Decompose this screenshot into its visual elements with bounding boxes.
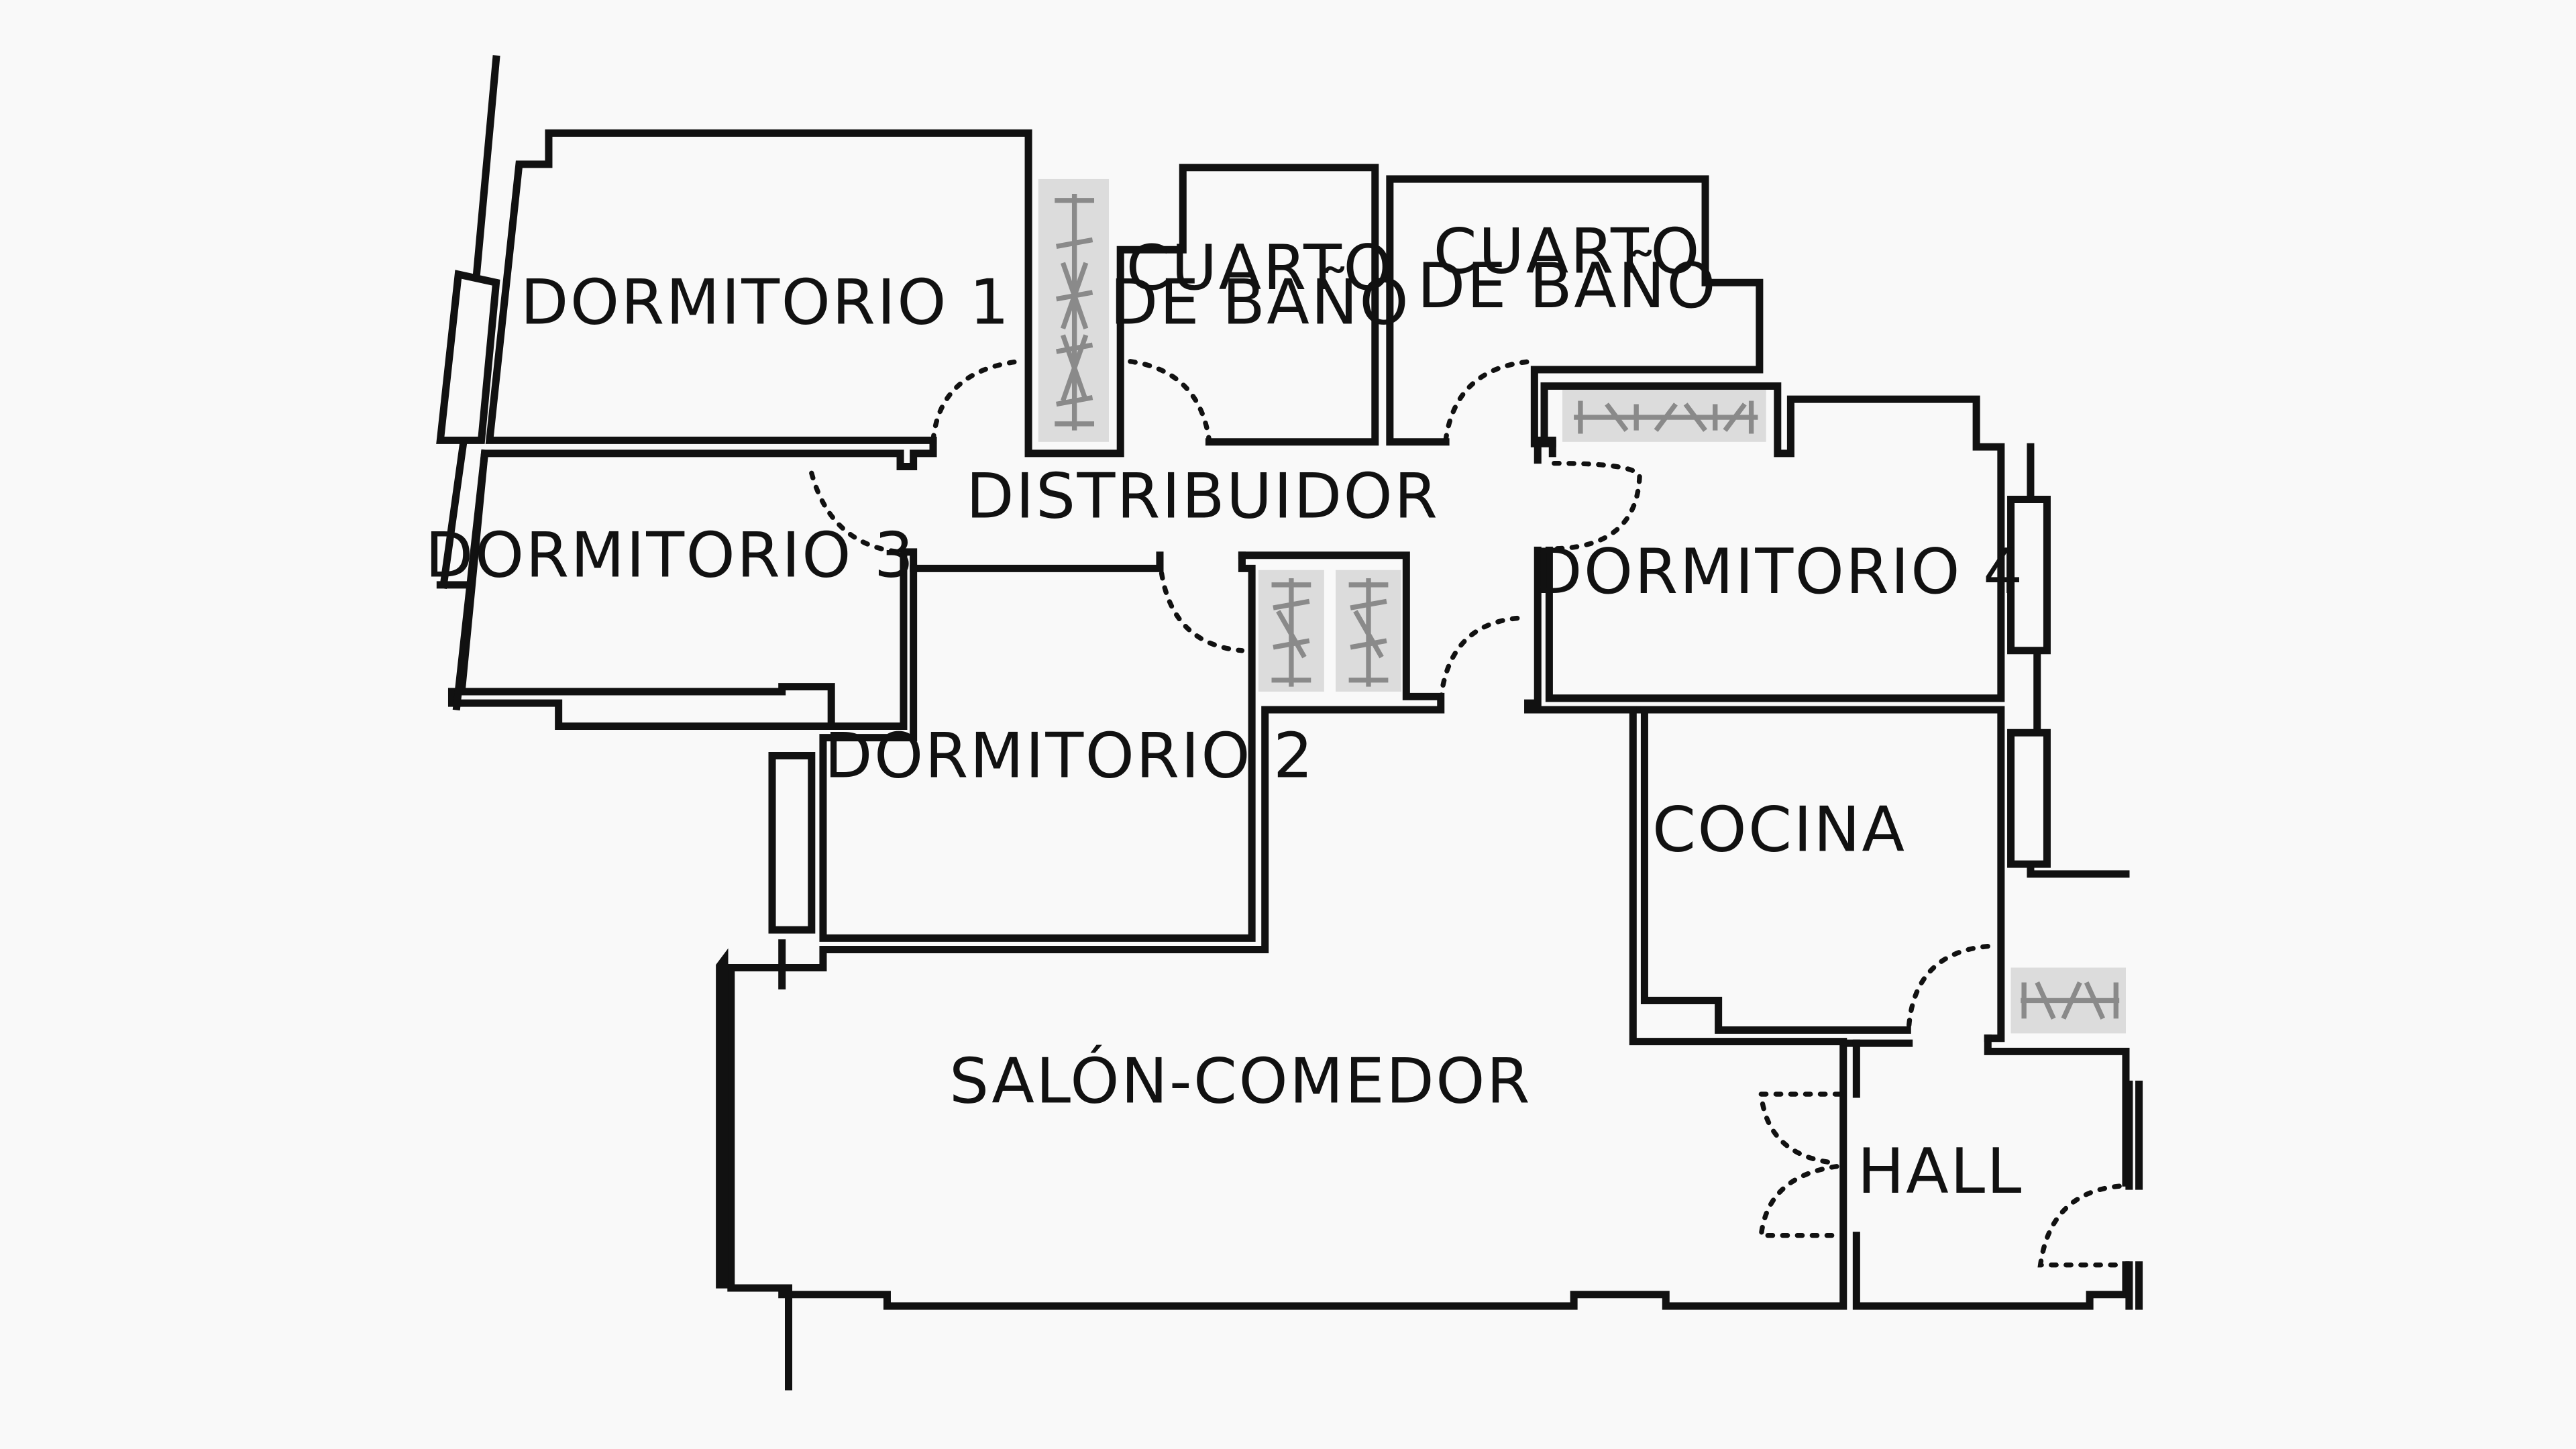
room-label-bano-1-line-1: CUARTO <box>1126 231 1394 304</box>
room-label-bano-2-line-2: DE BAÑO <box>1417 250 1718 322</box>
door-swing-icon <box>930 359 1022 443</box>
door-swing-icon <box>1443 359 1534 443</box>
closet-distribuidor-right <box>1336 570 1401 692</box>
door-swing-icon <box>809 470 903 555</box>
door-swing-icon <box>1438 615 1527 702</box>
room-label-bano-1-line-2: DE BAÑO <box>1110 266 1411 338</box>
door-swing-icon <box>1758 1091 1843 1166</box>
room-label-dormitorio-3: DORMITORIO 3 <box>425 519 916 592</box>
room-label-distribuidor: DISTRIBUIDOR <box>966 460 1439 532</box>
room-label-cocina: COCINA <box>1652 794 1907 866</box>
closet-distribuidor-left <box>1258 570 1324 692</box>
room-label-hall: HALL <box>1858 1135 2023 1208</box>
room-label-dormitorio-1: DORMITORIO 1 <box>521 266 1011 338</box>
door-swing-icon <box>1548 460 1642 551</box>
door-swing-icon <box>1758 1164 1843 1238</box>
windows <box>436 55 2143 1391</box>
door-swing-icon <box>1128 359 1212 443</box>
room-labels: DORMITORIO 1 CUARTO DE BAÑO CUARTO DE BA… <box>425 215 2025 1208</box>
closet-dormitorio-1 <box>1038 178 1110 442</box>
room-label-salon-comedor: SALÓN-COMEDOR <box>949 1044 1532 1117</box>
door-swing-icon <box>1157 555 1245 653</box>
door-swings <box>809 359 2122 1268</box>
closet-hall <box>2010 967 2126 1034</box>
room-label-dormitorio-4: DORMITORIO 4 <box>1534 535 2025 608</box>
closet-dormitorio-4 <box>1562 389 1766 442</box>
walls <box>447 129 2130 1310</box>
door-swing-icon <box>2037 1183 2122 1268</box>
room-label-dormitorio-2: DORMITORIO 2 <box>824 719 1315 792</box>
room-label-bano-2-line-1: CUARTO <box>1434 215 1701 288</box>
door-swing-icon <box>1907 943 1990 1028</box>
